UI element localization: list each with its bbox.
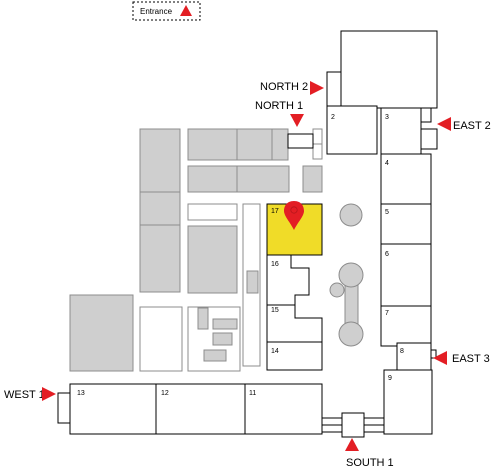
gray-building <box>187 225 238 294</box>
round-feature <box>338 321 364 347</box>
gray-building <box>69 294 134 372</box>
round-feature <box>329 282 345 298</box>
gray-building <box>139 224 181 293</box>
gray-building <box>271 128 289 161</box>
legend-label: Entrance <box>140 7 173 16</box>
unit-label: 4 <box>385 160 389 167</box>
unit-label: 6 <box>385 251 389 258</box>
unit-label: 5 <box>385 209 389 216</box>
unit-6 <box>380 243 432 307</box>
triangle-marker-icon <box>310 81 324 95</box>
map-pin-icon[interactable] <box>284 201 304 230</box>
unit-5 <box>380 203 432 245</box>
unit-label: 14 <box>271 348 279 355</box>
unit-label: 3 <box>385 114 389 121</box>
walkway <box>57 392 71 424</box>
unit-9 <box>383 369 433 435</box>
unit-label: 9 <box>388 375 392 382</box>
unit-labels: 2 3 4 5 6 7 8 9 11 12 13 14 15 16 17 <box>77 114 404 397</box>
entrance-label: SOUTH 1 <box>346 457 394 469</box>
unit-11 <box>244 383 323 435</box>
entrance-label: NORTH 1 <box>255 100 303 112</box>
unit-label: 11 <box>249 390 256 397</box>
unit-8 <box>396 342 432 371</box>
unit-label: 8 <box>400 348 404 355</box>
unit-12 <box>155 383 246 435</box>
gray-buildings <box>69 128 323 372</box>
building-north <box>340 30 438 109</box>
unit-label: 7 <box>385 310 389 317</box>
triangle-marker-icon <box>437 117 451 131</box>
gray-building <box>212 318 238 330</box>
walkway <box>326 71 342 107</box>
buildings <box>69 30 438 435</box>
triangle-marker-icon <box>345 438 359 451</box>
unit-label: 13 <box>77 390 85 397</box>
unit-7 <box>380 305 432 347</box>
walkway <box>287 133 314 149</box>
entrance-north-1[interactable]: NORTH 1 <box>255 100 304 127</box>
entrance-label: EAST 2 <box>453 120 491 132</box>
unit-label: 16 <box>271 261 279 268</box>
entrance-label: EAST 3 <box>452 353 490 365</box>
triangle-marker-icon <box>290 114 304 127</box>
triangle-marker-icon <box>433 351 447 365</box>
outline-building <box>187 203 238 221</box>
entrance-east-2[interactable]: EAST 2 <box>437 117 491 132</box>
gray-building <box>212 332 233 346</box>
gray-building <box>139 128 181 193</box>
entrance-label: NORTH 2 <box>260 81 308 93</box>
unit-14 <box>266 341 323 371</box>
unit-label: 2 <box>331 114 335 121</box>
gray-building <box>236 165 290 193</box>
unit-label: 15 <box>271 307 279 314</box>
gray-building <box>187 165 238 193</box>
plaza-features <box>329 203 364 347</box>
walkway <box>420 107 432 123</box>
walkway <box>430 349 437 359</box>
gray-building <box>187 128 238 161</box>
gray-building <box>139 191 181 226</box>
entrance-east-3[interactable]: EAST 3 <box>433 351 490 365</box>
gray-building <box>197 307 209 330</box>
unit-2 <box>326 105 378 155</box>
unit-4 <box>380 153 432 205</box>
entrance-north-2[interactable]: NORTH 2 <box>260 81 324 95</box>
round-feature <box>339 203 363 227</box>
unit-label: 17 <box>271 208 279 215</box>
gray-building <box>302 165 323 193</box>
walkway <box>420 128 438 150</box>
unit-label: 12 <box>161 390 169 397</box>
triangle-marker-icon <box>42 387 56 401</box>
unit-3 <box>380 107 422 155</box>
outline-building <box>139 306 183 372</box>
entrance-south-1[interactable]: SOUTH 1 <box>345 438 394 469</box>
gray-building <box>246 270 259 294</box>
entrance-west-1[interactable]: WEST 1 <box>4 387 56 401</box>
walkways <box>57 71 438 438</box>
walkway <box>341 412 365 438</box>
legend: Entrance <box>132 1 201 21</box>
entrance-label: WEST 1 <box>4 389 45 401</box>
gray-building <box>236 128 273 161</box>
gray-building <box>203 349 227 362</box>
round-feature <box>338 262 364 288</box>
legend-entrance-icon <box>180 5 192 16</box>
